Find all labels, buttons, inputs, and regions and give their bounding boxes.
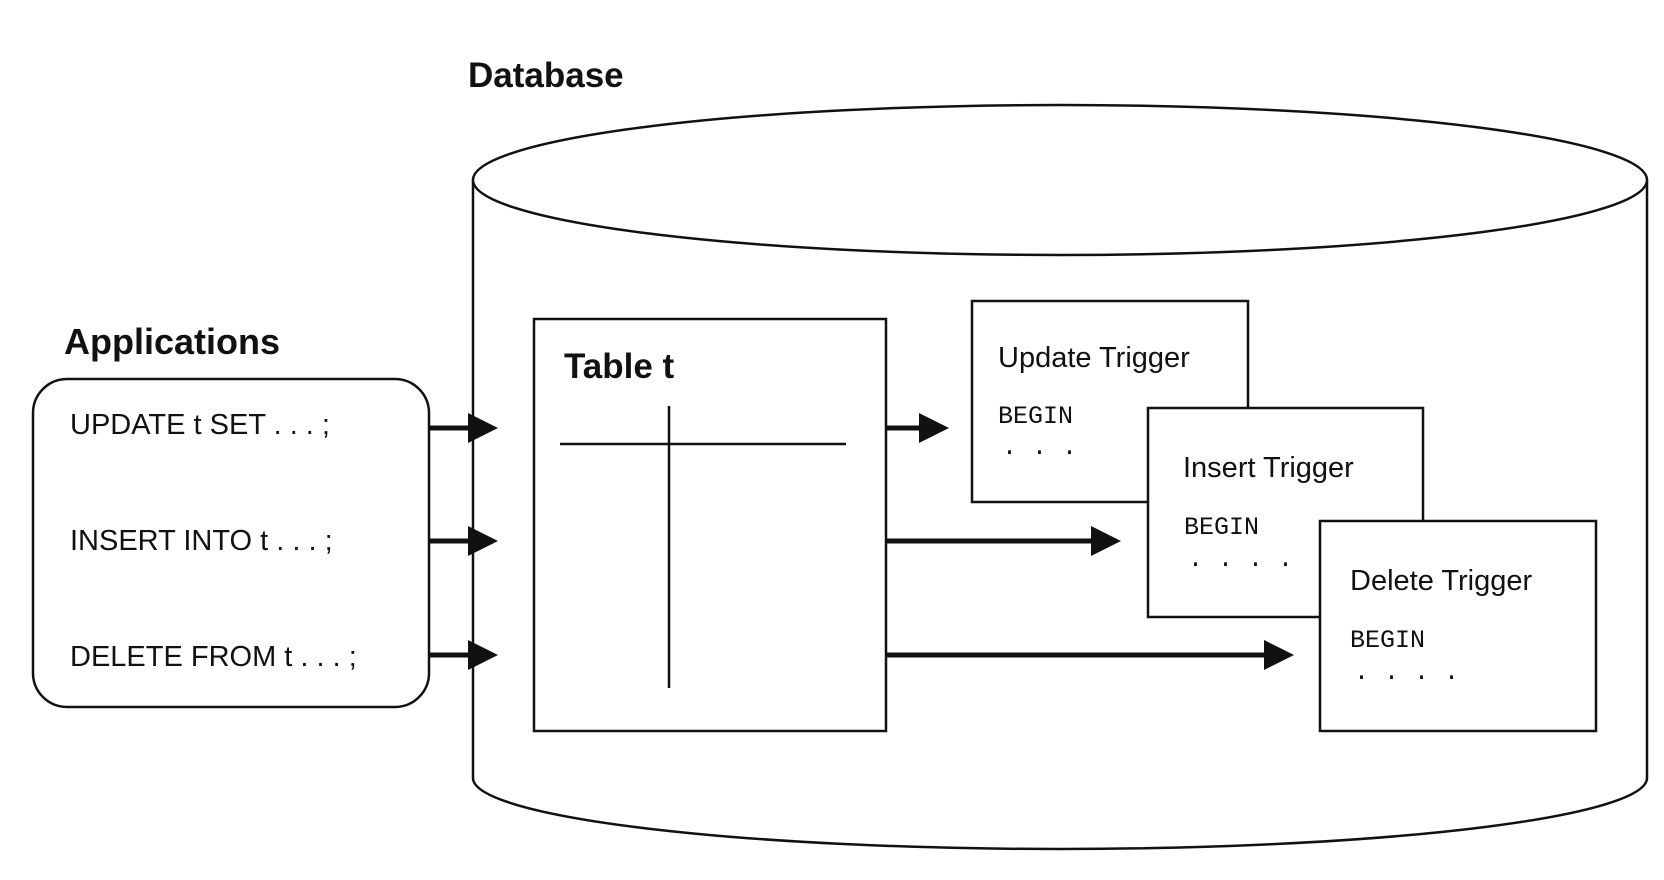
applications-box <box>31 377 431 709</box>
table-box <box>532 317 888 733</box>
delete-trigger-ellipsis: . . . . <box>1354 658 1459 687</box>
delete-trigger-card: Delete Trigger BEGIN . . . . <box>1318 519 1598 733</box>
insert-trigger-title: Insert Trigger <box>1183 452 1354 484</box>
update-trigger-ellipsis: . . . <box>1002 433 1077 462</box>
insert-trigger-code: BEGIN <box>1184 513 1259 542</box>
insert-statement: INSERT INTO t . . . ; <box>70 525 333 557</box>
table-title: Table t <box>564 347 675 386</box>
insert-trigger-ellipsis: . . . . <box>1188 545 1293 574</box>
update-statement: UPDATE t SET . . . ; <box>70 409 330 441</box>
database-title: Database <box>468 56 624 95</box>
applications-title: Applications <box>64 321 280 362</box>
update-trigger-code: BEGIN <box>998 402 1073 431</box>
delete-trigger-code: BEGIN <box>1350 626 1425 655</box>
update-trigger-title: Update Trigger <box>998 342 1190 374</box>
delete-trigger-title: Delete Trigger <box>1350 565 1532 597</box>
delete-statement: DELETE FROM t . . . ; <box>70 641 357 673</box>
